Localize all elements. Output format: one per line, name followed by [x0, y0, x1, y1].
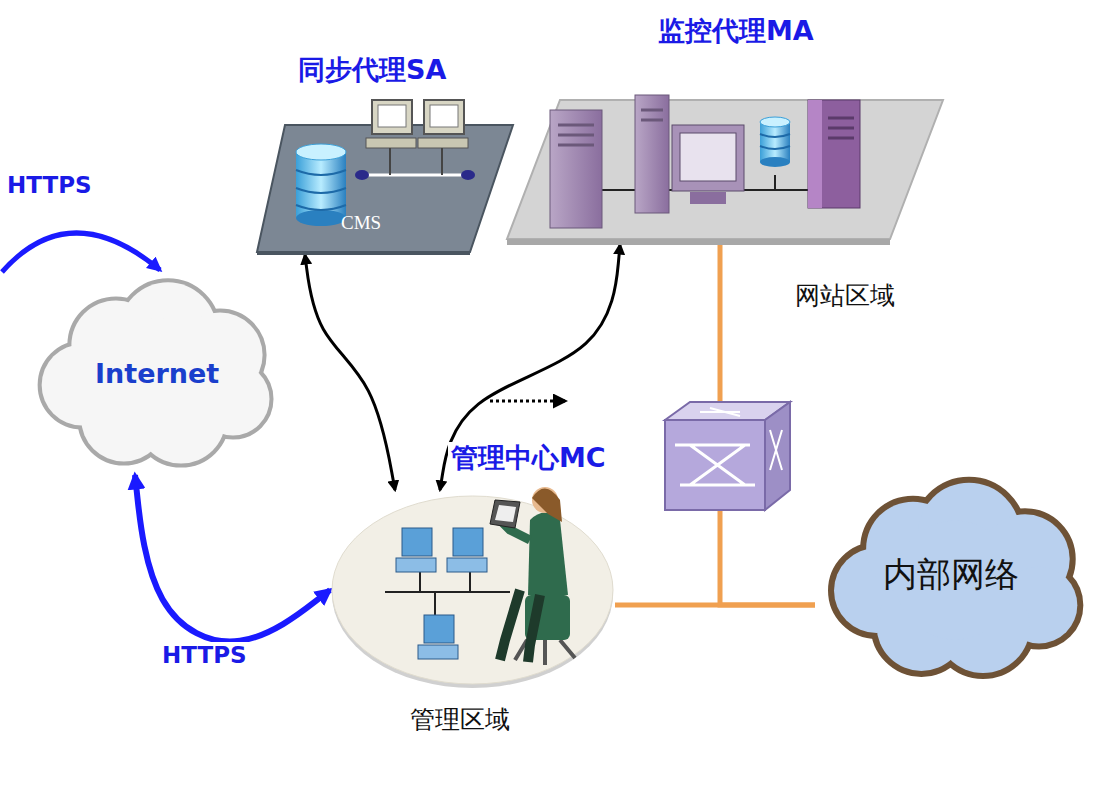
sa-workstations — [355, 100, 475, 180]
management-center-outline — [330, 490, 615, 690]
node-heading: 监控代理MA — [655, 15, 817, 46]
region-label: 网站区域 — [795, 282, 895, 311]
node-heading: 同步代理SA — [295, 54, 449, 85]
operator-figure — [490, 487, 575, 665]
edge-label: HTTPS — [160, 642, 249, 668]
ma-servers — [550, 95, 860, 228]
management-center: 管理中心MC — [330, 490, 615, 690]
cloud-label: 内部网络 — [883, 555, 1019, 594]
connector-arrow — [135, 475, 330, 642]
cloud-label: Internet — [95, 358, 219, 389]
internal-network-cloud: 内部网络 — [815, 475, 1095, 685]
connector-arrow — [440, 245, 620, 490]
dotted-arrow — [490, 400, 565, 403]
node-heading: 管理中心MC — [448, 442, 609, 473]
https-arrow — [2, 233, 160, 272]
region-label: 管理区域 — [410, 706, 510, 735]
protocol-label: HTTPS — [5, 172, 94, 198]
connector-arrow — [305, 255, 395, 490]
platform-caption: CMS — [341, 212, 381, 234]
mc-workstations — [385, 528, 510, 659]
network-switch — [665, 402, 790, 510]
internet-cloud: Internet — [25, 275, 285, 475]
cms-database — [296, 144, 346, 226]
